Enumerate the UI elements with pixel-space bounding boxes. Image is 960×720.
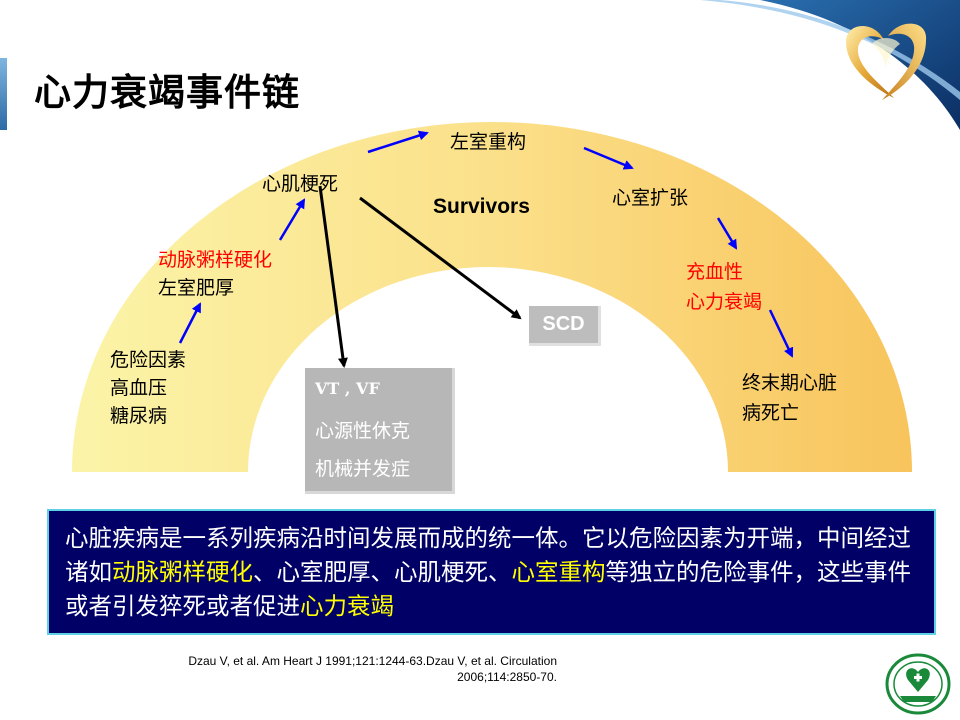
summary-text-2: 、心室肥厚、心肌梗死、 — [253, 558, 512, 586]
summary-text-3: 等独立的危险事件，这些事件或者引发猝死或者促进 — [65, 558, 911, 620]
summary-box: 心脏疾病是一系列疾病沿时间发展而成的统一体。它以危险因素为开端，中间经过诸如动脉… — [47, 509, 936, 635]
scd-box: SCD — [529, 306, 601, 346]
node-risk-factors: 危险因素 高血压 糖尿病 — [110, 346, 186, 430]
summary-highlight-hf: 心力衰竭 — [300, 592, 394, 620]
risk-factor-label: 危险因素 — [110, 349, 187, 371]
arrow-remodel-to-dilation — [583, 146, 634, 170]
atherosclerosis-label: 动脉粥样硬化 — [158, 249, 273, 271]
arrow-mi-to-vt — [318, 185, 348, 368]
node-remodeling: 左室重构 — [450, 128, 526, 156]
vt-vf-label: VT , VF — [315, 379, 380, 398]
complications-label: 机械并发症 — [315, 458, 411, 480]
arrow-chf-to-endstage — [768, 309, 794, 358]
hypertension-label: 高血压 — [110, 377, 168, 399]
summary-highlight-athero: 动脉粥样硬化 — [112, 558, 253, 586]
chf-line-2: 心力衰竭 — [686, 291, 763, 313]
scd-label: SCD — [542, 313, 585, 335]
citation-line-1: Dzau V, et al. Am Heart J 1991;121:1244-… — [188, 654, 557, 668]
slide-title: 心力衰竭事件链 — [34, 71, 300, 114]
heart-logo-icon — [846, 23, 927, 100]
mi-label: 心肌梗死 — [262, 173, 339, 195]
summary-text-1: 心脏疾病是一系列疾病沿时间发展而成的统一体。它以危险因素为开端，中间经过诸如 — [65, 524, 911, 586]
summary-highlight-remodel: 心室重构 — [511, 558, 606, 586]
title-accent-bar — [0, 58, 7, 130]
arrow-athero-to-mi — [278, 198, 306, 241]
node-mi: 心肌梗死 — [262, 170, 338, 198]
end-stage-line-1: 终末期心脏 — [742, 372, 838, 394]
arrow-mi-to-remodel — [367, 130, 429, 154]
lvh-label: 左室肥厚 — [158, 277, 235, 299]
survivors-label: Survivors — [433, 195, 530, 218]
dilation-label: 心室扩张 — [612, 187, 689, 209]
node-dilation: 心室扩张 — [612, 184, 688, 212]
hospital-emblem-icon — [885, 653, 951, 715]
node-athero-lvh: 动脉粥样硬化 左室肥厚 — [158, 246, 272, 302]
acute-outcomes-box: VT , VF 心源性休克 机械并发症 — [305, 368, 455, 494]
remodeling-label: 左室重构 — [450, 131, 527, 153]
arrow-risk-to-athero — [178, 302, 202, 344]
shock-label: 心源性休克 — [315, 420, 411, 442]
node-end-stage: 终末期心脏 病死亡 — [742, 368, 837, 428]
chf-line-1: 充血性 — [686, 261, 744, 283]
diabetes-label: 糖尿病 — [110, 405, 168, 427]
node-chf: 充血性 心力衰竭 — [686, 257, 762, 317]
arrow-mi-to-scd — [359, 196, 522, 320]
arrow-dilation-to-chf — [716, 217, 738, 250]
end-stage-line-2: 病死亡 — [742, 402, 800, 424]
citation-line-2: 2006;114:2850-70. — [457, 670, 557, 684]
citation: Dzau V, et al. Am Heart J 1991;121:1244-… — [188, 653, 557, 685]
